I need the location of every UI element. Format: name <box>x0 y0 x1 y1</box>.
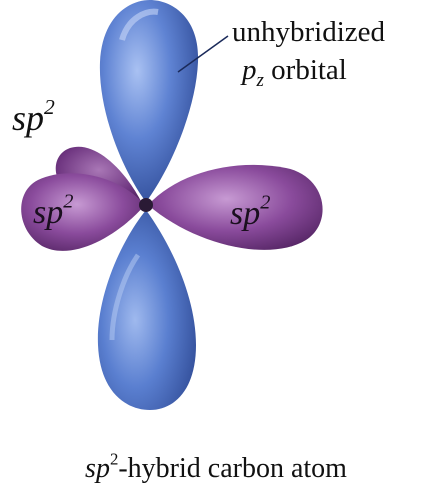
sp2-label-left-base: sp <box>33 194 64 231</box>
pz-subscript: z <box>256 70 264 91</box>
sp2-label-left-sup: 2 <box>63 190 74 213</box>
sp2-label-right: sp2 <box>230 193 270 232</box>
sp2-label-right-sup: 2 <box>260 191 271 214</box>
sp2-label-back-base: sp <box>12 98 45 138</box>
sp2-lobe-left <box>21 173 145 251</box>
pz-pointer-line <box>177 35 229 73</box>
caption-sp: sp <box>85 453 110 484</box>
sp2-label-left: sp2 <box>33 192 73 231</box>
pz-p-text: p <box>242 54 257 86</box>
pz-orbital-text: orbital <box>263 54 347 86</box>
pz-orbital-label: pz orbital <box>242 54 347 91</box>
figure-caption: sp2-hybrid carbon atom <box>0 451 432 484</box>
carbon-nucleus <box>139 198 153 212</box>
pz-lobe-top <box>99 0 199 202</box>
sp2-lobe-right <box>148 164 323 250</box>
unhybridized-label: unhybridized <box>232 16 386 48</box>
caption-sup: 2 <box>109 449 119 469</box>
sp2-label-back: sp2 <box>12 96 55 138</box>
pz-lobe-bottom <box>97 210 196 410</box>
caption-text: -hybrid carbon atom <box>118 453 347 484</box>
sp2-label-back-sup: 2 <box>44 94 55 119</box>
sp2-label-right-base: sp <box>230 195 261 232</box>
